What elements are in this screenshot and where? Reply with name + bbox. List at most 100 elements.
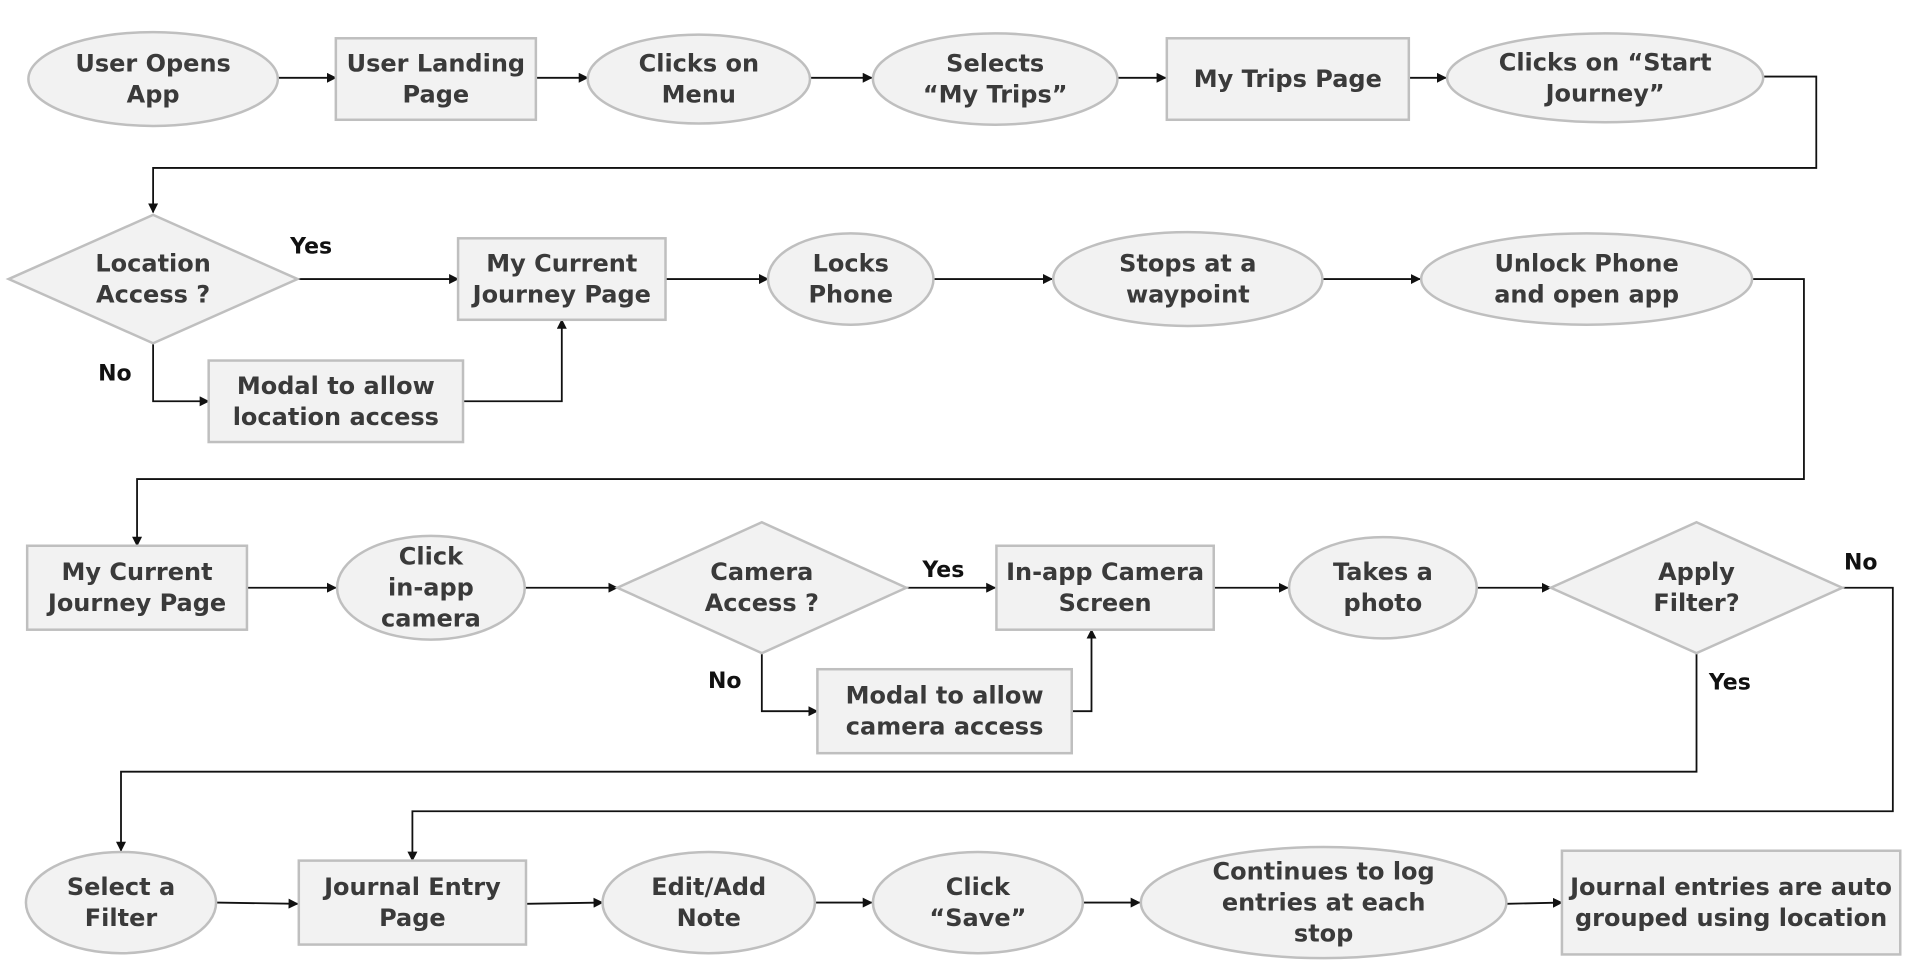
node-label-line: stop (1294, 920, 1353, 948)
ellipse-shape (766, 232, 935, 326)
node-label-line: Locks (813, 250, 889, 278)
edge-unlock-phone-to-my-current-journey-page-2 (132, 278, 1805, 547)
node-label-line: Location (95, 250, 210, 278)
node-label-line: Menu (662, 81, 736, 109)
connector-arrow (525, 897, 604, 908)
connector-arrow (1506, 897, 1563, 908)
action-node-click-save: Click“Save” (871, 850, 1085, 955)
edge-apply-filter-to-select-a-filter: Yes (116, 653, 1751, 852)
rect-shape (456, 237, 667, 322)
edge-label-no: No (708, 669, 742, 694)
ellipse-shape (1139, 845, 1508, 960)
node-label-line: location access (233, 403, 439, 431)
connector-arrow (407, 586, 1894, 862)
connector-arrow (116, 653, 1698, 852)
ellipse-shape (1051, 230, 1324, 328)
node-label-line: My Current (486, 250, 637, 278)
node-label-line: User Landing (347, 50, 526, 78)
rect-shape (25, 544, 249, 631)
edge-label-yes: Yes (289, 234, 332, 259)
ellipse-shape (335, 534, 527, 641)
rect-shape (207, 359, 465, 444)
node-label-line: grouped using location (1575, 904, 1887, 932)
ellipse-shape (1419, 232, 1754, 326)
screen-node-my-trips-page: My Trips Page (1165, 37, 1411, 122)
node-label-line: Apply (1658, 558, 1735, 586)
ellipse-shape (871, 32, 1119, 126)
edge-modal-camera-access-to-in-app-camera-screen (1071, 628, 1097, 713)
connector-arrow (760, 653, 819, 717)
node-label-line: Access ? (96, 281, 210, 309)
edge-label-yes: Yes (921, 558, 964, 583)
ellipse-shape (871, 850, 1085, 955)
edge-clicks-start-journey-to-location-access (148, 75, 1818, 214)
diamond-shape (5, 213, 301, 345)
edge-location-access-to-modal-location-access: No (98, 343, 210, 407)
node-label-line: waypoint (1126, 281, 1250, 309)
node-label-line: User Opens (75, 50, 230, 78)
rect-shape (995, 544, 1215, 631)
node-label-line: Journey Page (46, 589, 226, 617)
node-label-line: Stops at a (1119, 250, 1256, 278)
node-label-line: Takes a (1333, 558, 1433, 586)
ellipse-shape (1287, 535, 1478, 640)
edge-camera-access-to-modal-camera-access: No (708, 653, 819, 717)
node-label-line: Journey Page (471, 281, 651, 309)
node-label-line: Journey” (1544, 79, 1665, 107)
node-label: Selects“My Trips” (923, 50, 1068, 109)
rect-shape (334, 37, 538, 122)
node-label-line: camera access (846, 713, 1044, 741)
screen-node-journal-entries-grouped: Journal entries are auto grouped using lo… (1560, 849, 1902, 956)
node-label-line: Filter (85, 904, 158, 932)
edge-label-no: No (1844, 551, 1878, 576)
node-label-line: “Save” (929, 904, 1026, 932)
node-label-line: Phone (808, 281, 893, 309)
node-label-line: In-app Camera (1006, 558, 1204, 586)
edge-apply-filter-to-journal-entry-page: No (407, 551, 1894, 862)
node-label-line: Selects (946, 50, 1044, 78)
edge-select-a-filter-to-journal-entry-page (216, 898, 299, 909)
node-label-line: Note (677, 904, 741, 932)
node-label-line: Edit/Add (651, 873, 766, 901)
node-label-line: App (127, 81, 180, 109)
node-label: Journal entries are auto grouped using lo… (1568, 873, 1892, 932)
action-node-selects-my-trips: Selects“My Trips” (871, 32, 1119, 126)
node-label-line: Unlock Phone (1494, 250, 1678, 278)
action-node-stops-at-waypoint: Stops at a waypoint (1051, 230, 1324, 328)
diamond-shape (614, 520, 910, 655)
node-label: Click“Save” (929, 873, 1026, 932)
connector-arrow (463, 318, 567, 403)
rect-shape (1165, 37, 1411, 122)
ellipse-shape (1445, 32, 1765, 124)
node-label-line: Journal entries are auto (1568, 873, 1892, 901)
node-label-line: My Current (62, 558, 213, 586)
connector-arrow (216, 898, 299, 909)
